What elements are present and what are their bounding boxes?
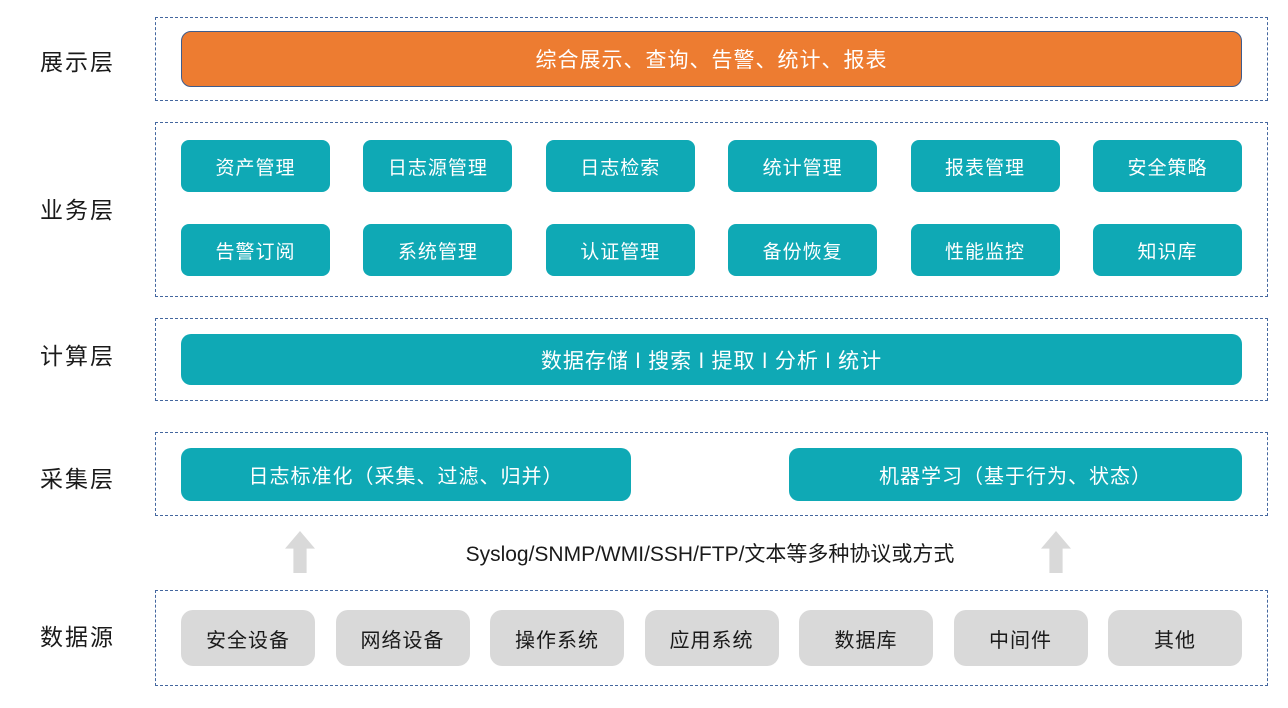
compute-layer-label: 计算层 xyxy=(40,343,115,369)
protocol-note: Syslog/SNMP/WMI/SSH/FTP/文本等多种协议或方式 xyxy=(465,543,955,566)
business-module: 性能监控 xyxy=(910,224,1060,276)
collection-layer-label: 采集层 xyxy=(40,466,115,492)
business-module: 报表管理 xyxy=(910,140,1060,192)
datasource-layer-container: 安全设备 网络设备 操作系统 应用系统 数据库 中间件 其他 xyxy=(155,590,1268,686)
business-module: 告警订阅 xyxy=(181,224,330,276)
collection-box-log-normalization: 日志标准化（采集、过滤、归并） xyxy=(181,447,631,501)
datasource-box: 安全设备 xyxy=(181,610,315,666)
compute-layer-container: 数据存储 l 搜索 l 提取 l 分析 l 统计 xyxy=(155,318,1268,401)
collection-layer-container: 日志标准化（采集、过滤、归并） 机器学习（基于行为、状态） xyxy=(155,432,1268,516)
business-layer-label: 业务层 xyxy=(40,197,115,223)
business-layer-container: 资产管理 日志源管理 日志检索 统计管理 报表管理 安全策略 告警订阅 系统管理… xyxy=(155,122,1268,297)
business-module: 安全策略 xyxy=(1092,140,1242,192)
datasource-box: 网络设备 xyxy=(335,610,470,666)
compute-bar: 数据存储 l 搜索 l 提取 l 分析 l 统计 xyxy=(181,334,1242,385)
up-arrow-icon xyxy=(285,531,315,573)
business-module: 日志源管理 xyxy=(363,140,513,192)
presentation-layer-container: 综合展示、查询、告警、统计、报表 xyxy=(155,17,1268,101)
datasource-box: 其他 xyxy=(1108,610,1242,666)
business-module: 系统管理 xyxy=(363,224,513,276)
collection-box-machine-learning: 机器学习（基于行为、状态） xyxy=(789,447,1242,501)
business-module: 统计管理 xyxy=(728,140,878,192)
business-module: 日志检索 xyxy=(545,140,695,192)
datasource-layer-label: 数据源 xyxy=(40,624,115,650)
business-module: 知识库 xyxy=(1092,224,1242,276)
datasource-box: 应用系统 xyxy=(644,610,779,666)
presentation-bar: 综合展示、查询、告警、统计、报表 xyxy=(181,31,1242,87)
datasource-box: 数据库 xyxy=(799,610,933,666)
business-module: 认证管理 xyxy=(545,224,695,276)
presentation-layer-label: 展示层 xyxy=(40,49,115,75)
business-row-1: 资产管理 日志源管理 日志检索 统计管理 报表管理 安全策略 xyxy=(181,140,1242,192)
business-module: 备份恢复 xyxy=(728,224,878,276)
datasource-box: 操作系统 xyxy=(490,610,624,666)
business-module: 资产管理 xyxy=(181,140,330,192)
business-row-2: 告警订阅 系统管理 认证管理 备份恢复 性能监控 知识库 xyxy=(181,224,1242,276)
datasource-box: 中间件 xyxy=(953,610,1088,666)
